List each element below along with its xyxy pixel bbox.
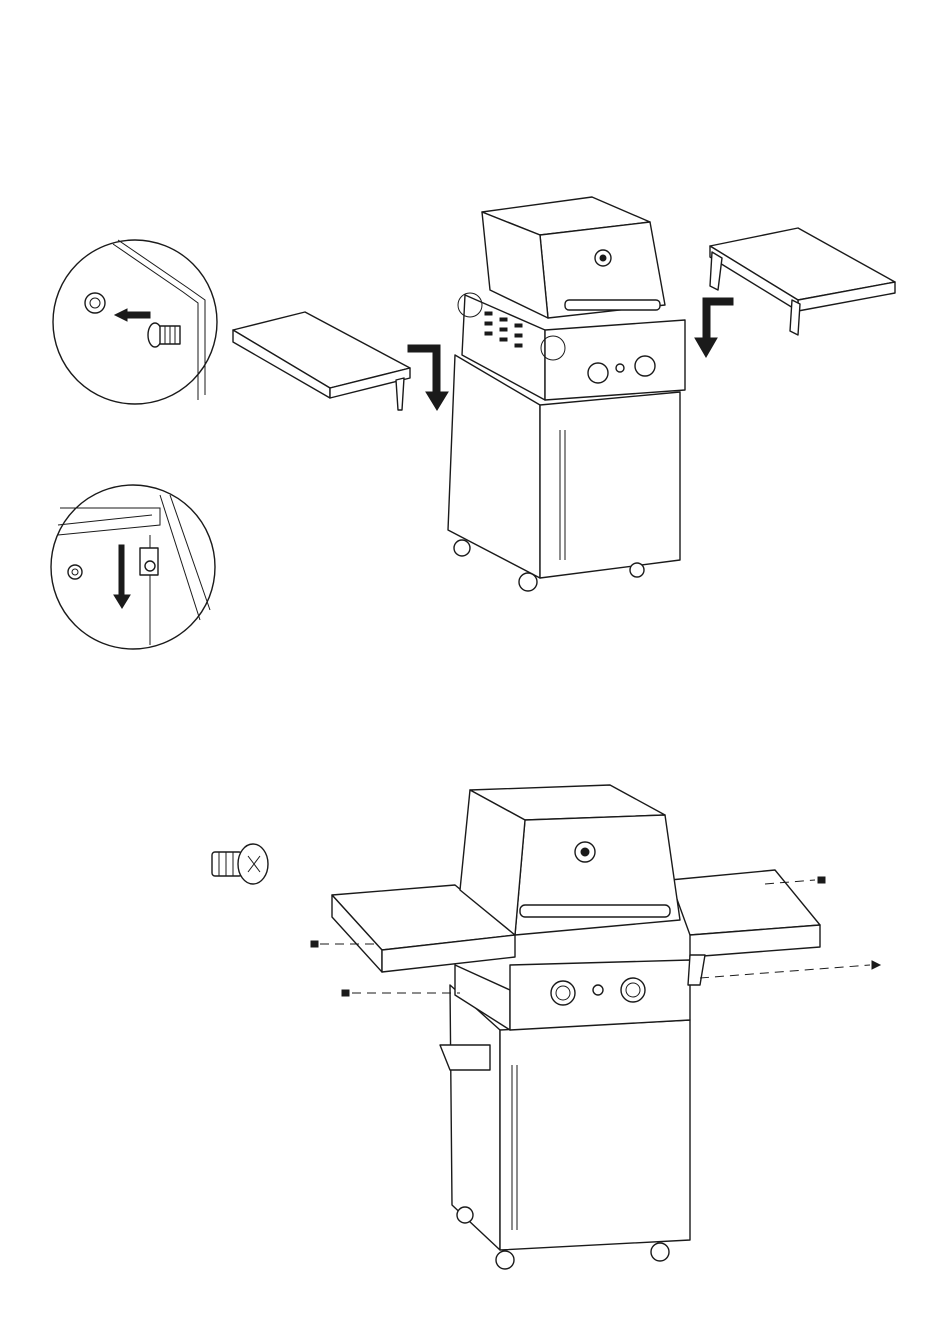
screw-detail-callout xyxy=(53,240,217,404)
left-side-shelf xyxy=(233,312,410,410)
igniter-button xyxy=(593,985,603,995)
screw-marker xyxy=(311,941,318,947)
screw-hole xyxy=(68,565,82,579)
grill-wheel xyxy=(496,1251,514,1269)
right-shelf-bracket xyxy=(688,955,705,985)
left-shelf-bracket xyxy=(396,378,404,410)
right-side-shelf xyxy=(710,228,895,335)
cabinet-front xyxy=(500,1020,690,1250)
screw-hole xyxy=(85,293,105,313)
screw-icon xyxy=(148,323,180,347)
down-arrow-right xyxy=(695,298,733,357)
burner-knob-left xyxy=(551,981,575,1005)
screw-marker xyxy=(342,990,349,996)
grill-wheel xyxy=(519,573,537,591)
burner-knob-right xyxy=(621,978,645,1002)
right-shelf-bracket xyxy=(710,252,722,290)
grill-control-panel xyxy=(545,320,685,400)
grill-step1 xyxy=(448,197,685,591)
step-1-illustration xyxy=(51,197,895,649)
right-shelf-top xyxy=(670,870,820,935)
hook-detail-callout xyxy=(51,485,215,649)
screw-part-icon xyxy=(212,844,268,884)
screw-head xyxy=(238,844,268,884)
igniter-button xyxy=(616,364,624,372)
grill-wheel xyxy=(630,563,644,577)
assembled-grill-with-shelves xyxy=(311,785,880,1269)
screw-marker xyxy=(818,877,825,883)
down-arrow-left xyxy=(408,345,448,410)
step-2-illustration xyxy=(212,785,880,1269)
grill-wheel xyxy=(651,1243,669,1261)
screw-marker xyxy=(872,961,880,969)
grill-wheel xyxy=(454,540,470,556)
callout-circle xyxy=(53,240,217,404)
burner-knob-right xyxy=(635,356,655,376)
cabinet-side xyxy=(450,985,500,1250)
lid-handle xyxy=(565,300,660,310)
grill-cabinet-front xyxy=(540,392,680,578)
side-hook xyxy=(440,1045,490,1070)
lid-handle xyxy=(520,905,670,917)
grill-wheel xyxy=(457,1207,473,1223)
burner-knob-left xyxy=(588,363,608,383)
